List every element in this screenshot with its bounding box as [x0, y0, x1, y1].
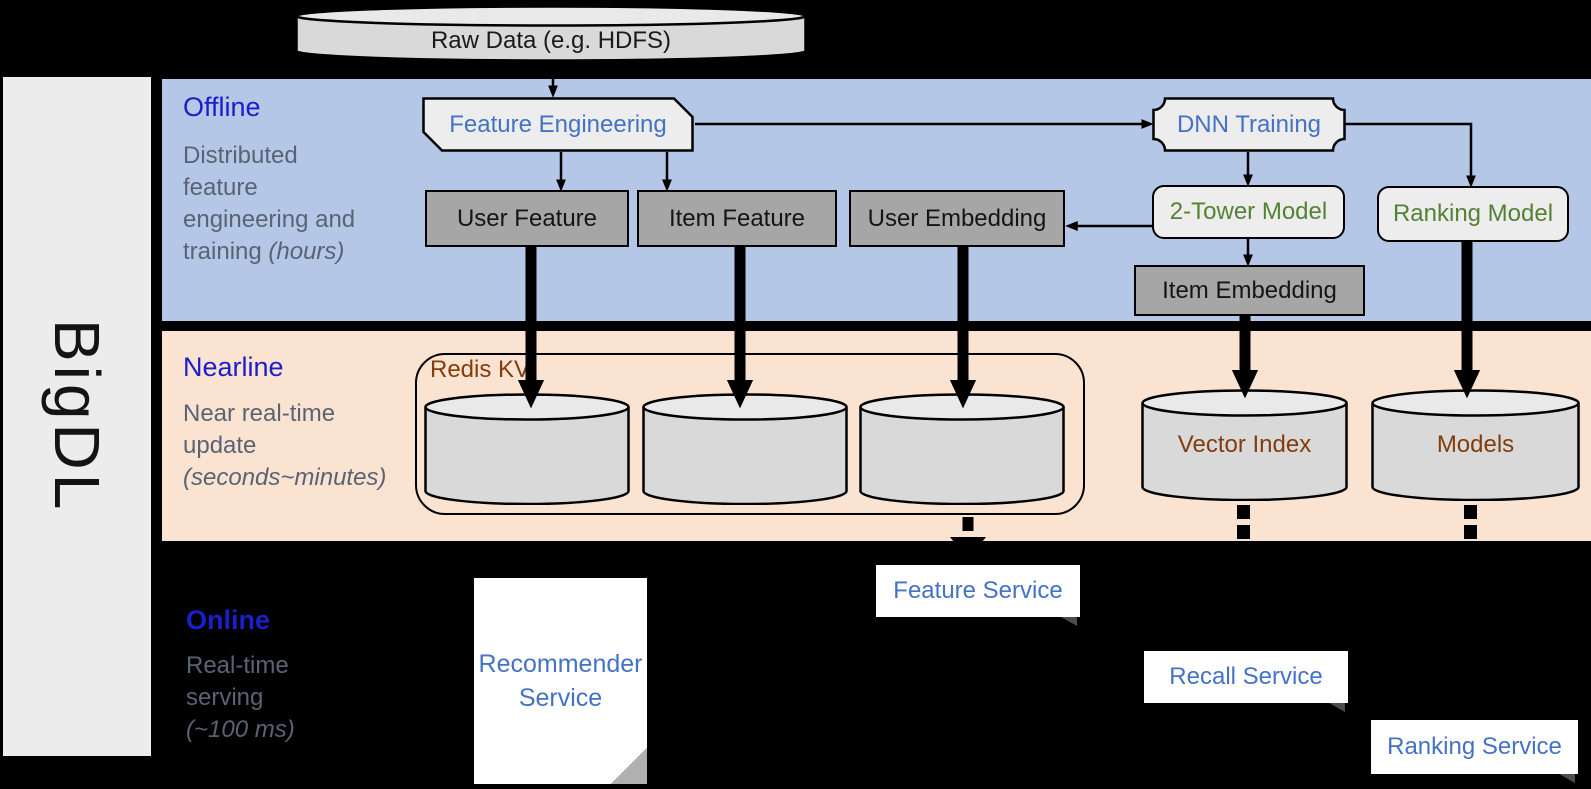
- section-desc-offline: Distributed feature engineering and trai…: [183, 140, 363, 268]
- cylinder-shape: [424, 393, 630, 505]
- recall-service-label: Recall Service: [1169, 663, 1323, 690]
- plaque-shape: [1152, 97, 1346, 152]
- user-embedding-label: User Embedding: [867, 204, 1047, 232]
- section-title-nearline: Nearline: [183, 352, 284, 382]
- node-user-feature: User Feature: [425, 190, 629, 247]
- cylinder-shape: [1141, 389, 1348, 501]
- redis-cylinder-1: [424, 393, 630, 505]
- cylinder-shape: [859, 393, 1065, 505]
- desc-line: Real-time: [186, 652, 289, 679]
- node-recall-service: Recall Service: [1144, 651, 1348, 712]
- node-two-tower-model: 2-Tower Model: [1152, 185, 1345, 239]
- models-label: Models: [1436, 431, 1515, 458]
- redis-cylinder-2: [642, 393, 848, 505]
- desc-line: (~100 ms): [186, 716, 295, 743]
- desc-line: engineering and: [183, 206, 356, 233]
- models-cylinder: Models: [1371, 389, 1580, 501]
- node-item-embedding: Item Embedding: [1134, 265, 1365, 316]
- raw-data-cylinder: Raw Data (e.g. HDFS): [295, 5, 807, 62]
- section-desc-online: Real-time serving (~100 ms): [186, 650, 406, 746]
- node-dnn-training: DNN Training: [1152, 97, 1346, 152]
- snip-rect-shape: [422, 97, 694, 152]
- node-user-embedding: User Embedding: [849, 190, 1065, 247]
- node-item-feature: Item Feature: [637, 190, 837, 247]
- desc-line: Near real-time: [183, 400, 336, 427]
- section-desc-nearline: Near real-time update (seconds~minutes): [183, 398, 433, 494]
- desc-line: update: [183, 432, 257, 459]
- item-embedding-label: Item Embedding: [1162, 276, 1337, 304]
- user-feature-label: User Feature: [456, 204, 598, 232]
- section-title-online: Online: [186, 605, 271, 635]
- node-ranking-model: Ranking Model: [1377, 186, 1569, 242]
- dnn-training-label: DNN Training: [1176, 110, 1322, 138]
- desc-line: Distributed: [183, 142, 298, 169]
- ranking-model-label: Ranking Model: [1392, 200, 1554, 227]
- cylinder-shape: [642, 393, 848, 505]
- redis-cylinder-3: [859, 393, 1065, 505]
- node-feature-service: Feature Service: [876, 565, 1080, 626]
- feature-service-label: Feature Service: [893, 577, 1063, 604]
- item-feature-label: Item Feature: [668, 204, 806, 232]
- ranking-service-label: Ranking Service: [1387, 733, 1562, 760]
- recommender-service-label: Recommender Service: [478, 650, 643, 712]
- desc-line: feature: [183, 174, 258, 201]
- bigdl-brand-text: BigDL: [41, 319, 113, 514]
- raw-data-label: Raw Data (e.g. HDFS): [430, 27, 672, 54]
- bigdl-sidebar: BigDL: [3, 77, 151, 756]
- vector-index-cylinder: Vector Index: [1141, 389, 1348, 501]
- folded-corner: [611, 748, 647, 784]
- redis-kv-container: [415, 353, 1085, 515]
- feature-engineering-label: Feature Engineering: [449, 110, 667, 138]
- desc-line: (seconds~minutes): [183, 464, 387, 491]
- vector-index-label: Vector Index: [1177, 431, 1312, 458]
- desc-line: training (hours): [183, 238, 345, 265]
- node-feature-engineering: Feature Engineering: [422, 97, 694, 152]
- redis-kv-label: Redis KV: [430, 356, 531, 383]
- cylinder-shape: [1371, 389, 1580, 501]
- node-ranking-service: Ranking Service: [1371, 720, 1578, 783]
- desc-line: serving: [186, 684, 264, 711]
- two-tower-model-label: 2-Tower Model: [1169, 198, 1328, 225]
- cylinder-shape: [295, 5, 807, 62]
- section-title-offline: Offline: [183, 92, 261, 122]
